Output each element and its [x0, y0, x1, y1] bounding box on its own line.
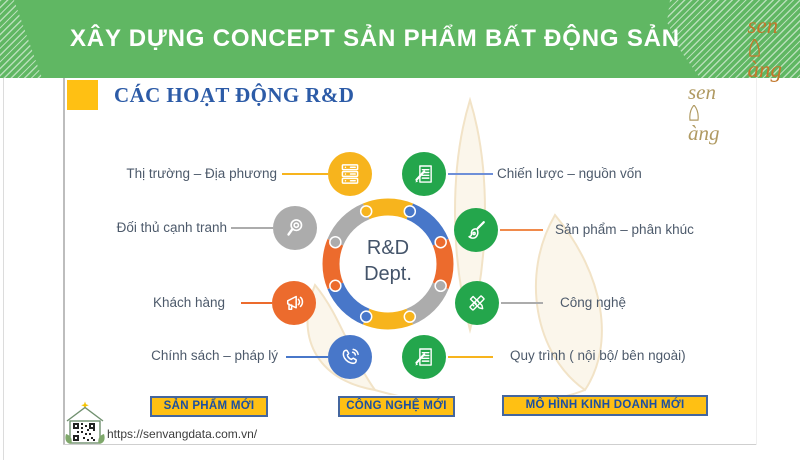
rd-dept-label: R&D Dept. [328, 235, 448, 287]
connector-policy [286, 356, 328, 358]
footer-url-link[interactable]: https://senvangdata.com.vn/ [107, 427, 258, 441]
connector-technology [501, 302, 543, 304]
item-circle-strategy [402, 152, 446, 196]
item-label-customer: Khách hàng [152, 295, 225, 310]
item-circle-policy [328, 335, 372, 379]
logo-text-suffix: àng [747, 57, 783, 82]
senvang-logo-content: sen àng [688, 80, 720, 146]
item-label-technology: Công nghệ [560, 295, 627, 310]
item-circle-product [454, 208, 498, 252]
item-label-product: Sản phẩm – phân khúc [555, 222, 694, 237]
button-new-technology[interactable]: CÔNG NGHỆ MỚI [338, 396, 455, 417]
qr-code-house [65, 401, 105, 444]
item-label-market: Thị trường – Địa phương [126, 166, 277, 181]
connector-strategy [448, 173, 493, 175]
item-circle-competitor [273, 206, 317, 250]
heading-accent-square [67, 80, 98, 110]
phone-icon [342, 348, 359, 365]
megaphone-icon [286, 295, 304, 311]
server-icon [341, 164, 359, 184]
banner-hatch-left [0, 0, 42, 78]
pencil-ruler-icon [469, 295, 485, 311]
slide-bottom-border [63, 444, 757, 445]
slide-right-border [756, 78, 757, 445]
item-circle-market [328, 152, 372, 196]
connector-product [500, 229, 543, 231]
logo-text-prefix: sen [747, 13, 779, 38]
item-label-competitor: Đối thủ cạnh tranh [116, 220, 227, 235]
button-new-business-model[interactable]: MÔ HÌNH KINH DOANH MỚI [502, 395, 708, 416]
connector-process [448, 356, 493, 358]
connector-customer [241, 302, 272, 304]
rd-puzzle-ring [322, 198, 454, 330]
logo-text-suffix: àng [688, 121, 720, 145]
document-pen-icon [415, 348, 432, 366]
banner: XÂY DỰNG CONCEPT SẢN PHẨM BẤT ĐỘNG SẢN s… [0, 0, 800, 82]
item-circle-technology [455, 281, 499, 325]
button-new-product[interactable]: SẢN PHẨM MỚI [150, 396, 268, 417]
item-circle-process [402, 335, 446, 379]
page-title: CÁC HOẠT ĐỘNG R&D [114, 83, 355, 107]
document-pen-icon [415, 165, 432, 183]
page-edge-line [3, 78, 4, 460]
logo-text-prefix: sen [688, 80, 716, 104]
lotus-leaf-icon [688, 105, 720, 121]
item-label-process: Quy trình ( nội bộ/ bên ngoài) [510, 348, 686, 363]
magnifier-icon [287, 219, 303, 236]
slide-left-border [63, 78, 65, 445]
senvang-logo-banner: sen àng [748, 13, 783, 83]
rd-line2: Dept. [364, 263, 412, 285]
banner-title: XÂY DỰNG CONCEPT SẢN PHẨM BẤT ĐỘNG SẢN [70, 25, 680, 52]
item-label-strategy: Chiến lược – nguồn vốn [497, 166, 642, 181]
item-circle-customer [272, 281, 316, 325]
item-label-policy: Chính sách – pháp lý [151, 348, 278, 363]
connector-market [282, 173, 328, 175]
rd-line1: R&D [366, 237, 410, 259]
lotus-leaf-icon [748, 39, 783, 57]
paintbrush-icon [468, 221, 485, 239]
connector-competitor [231, 227, 273, 229]
